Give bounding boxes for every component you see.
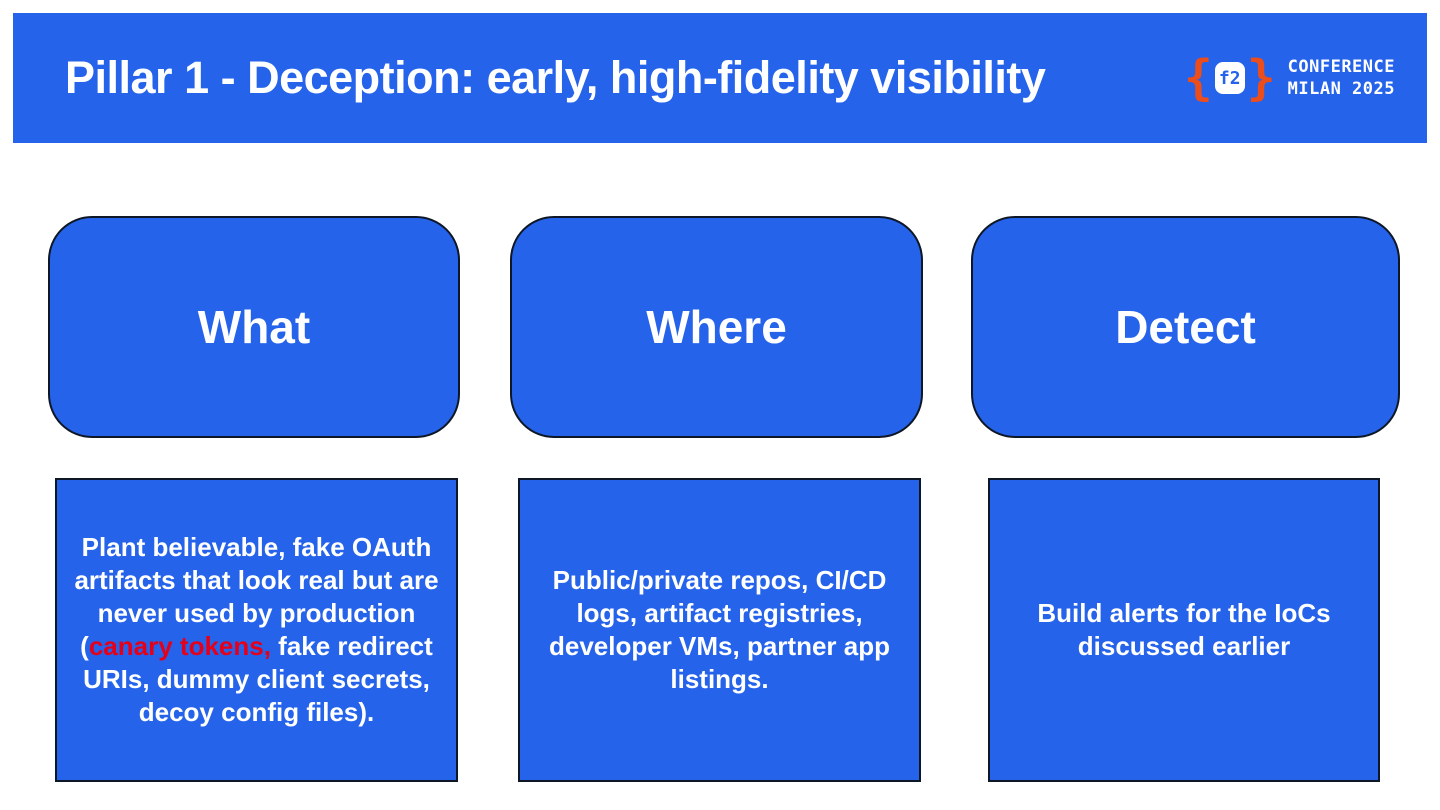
detail-where-text: Public/private repos, CI/CD logs, artifa… bbox=[549, 564, 890, 695]
page-title: Pillar 1 - Deception: early, high-fideli… bbox=[65, 52, 1046, 103]
detail-box-what: Plant believable, fake OAuth artifacts t… bbox=[55, 478, 458, 782]
detail-what-highlight: canary tokens, bbox=[88, 631, 271, 661]
logo-glyph-icon: f2 bbox=[1214, 62, 1245, 94]
logo-text-line1: CONFERENCE bbox=[1287, 56, 1395, 77]
logo-wordmark: CONFERENCE MILAN 2025 bbox=[1288, 56, 1395, 100]
detail-detect-text: Build alerts for the IoCs discussed earl… bbox=[1037, 597, 1331, 661]
detail-box-what-text: Plant believable, fake OAuth artifacts t… bbox=[69, 531, 444, 729]
category-box-detect-label: Detect bbox=[1115, 301, 1256, 353]
detail-box-where: Public/private repos, CI/CD logs, artifa… bbox=[518, 478, 921, 782]
conference-logo: { f2 } CONFERENCE MILAN 2025 bbox=[1184, 54, 1395, 102]
category-box-what-label: What bbox=[197, 301, 311, 353]
detail-box-where-text: Public/private repos, CI/CD logs, artifa… bbox=[546, 564, 893, 696]
logo-open-brace-icon: { bbox=[1183, 50, 1213, 106]
detail-box-detect-text: Build alerts for the IoCs discussed earl… bbox=[1008, 597, 1360, 663]
detail-what-text-part1: Plant believable, fake OAuth artifacts t… bbox=[74, 531, 439, 661]
detail-box-detect: Build alerts for the IoCs discussed earl… bbox=[988, 478, 1380, 782]
category-box-what: What bbox=[48, 216, 460, 438]
category-box-where-label: Where bbox=[646, 301, 787, 353]
category-box-where: Where bbox=[510, 216, 923, 438]
logo-close-brace-icon: } bbox=[1246, 50, 1276, 106]
detail-what-text-part2: fake redirect URIs, dummy client secrets… bbox=[83, 631, 433, 728]
logo-text-line2: MILAN 2025 bbox=[1287, 79, 1395, 99]
slide-header: Pillar 1 - Deception: early, high-fideli… bbox=[13, 13, 1427, 143]
category-box-detect: Detect bbox=[971, 216, 1400, 438]
